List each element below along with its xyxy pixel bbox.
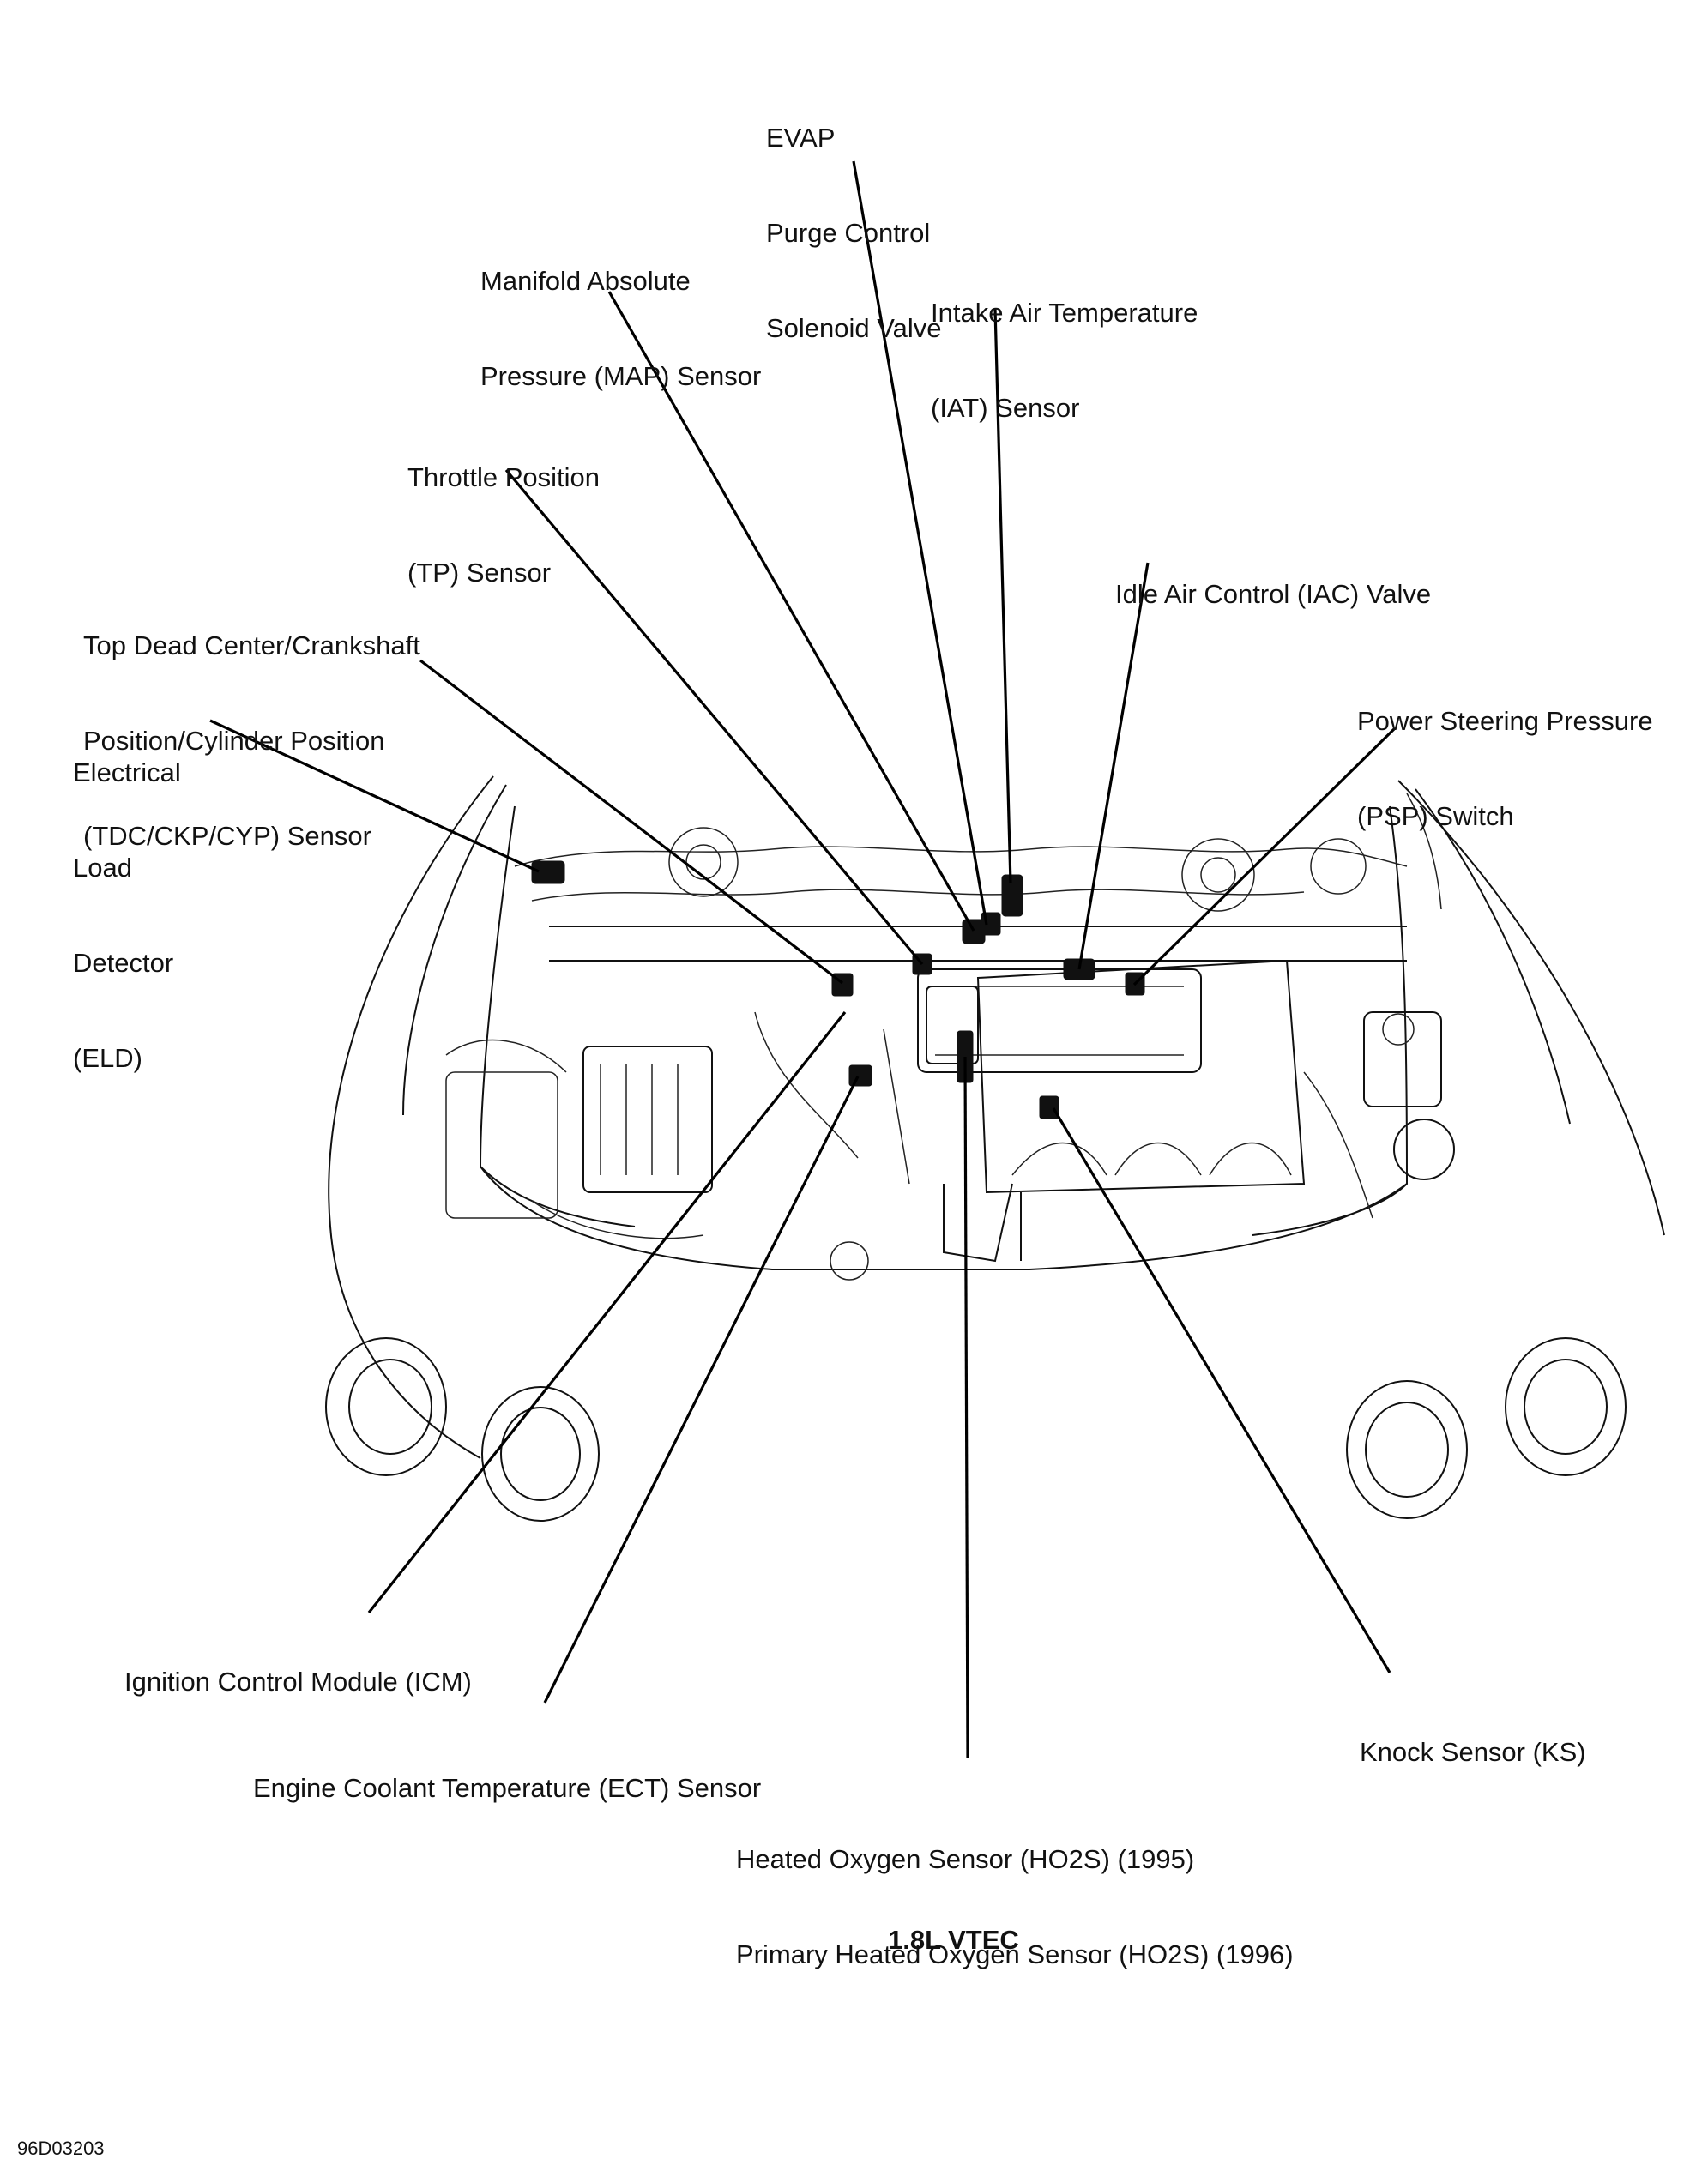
label-ect-sensor: Engine Coolant Temperature (ECT) Sensor — [253, 1709, 761, 1836]
leader-eld — [209, 719, 540, 873]
label-line: Purge Control — [766, 218, 931, 248]
label-tp-sensor: Throttle Position (TP) Sensor — [407, 398, 600, 620]
label-ho2s: Heated Oxygen Sensor (HO2S) (1995) Prima… — [736, 1780, 1294, 2002]
label-line: Heated Oxygen Sensor (HO2S) (1995) — [736, 1844, 1195, 1874]
leader-ks — [1052, 1107, 1391, 1673]
leader-ho2s — [963, 1056, 969, 1759]
leader-psp — [1132, 727, 1396, 986]
label-map-sensor: Manifold Absolute Pressure (MAP) Sensor — [480, 202, 761, 424]
label-line: Primary Heated Oxygen Sensor (HO2S) (199… — [736, 1939, 1294, 1969]
component-markers — [531, 860, 1145, 1119]
leader-iat — [993, 308, 1012, 884]
leader-map — [607, 291, 975, 932]
label-line: Solenoid Valve — [766, 313, 942, 343]
label-line: Throttle Position — [407, 462, 600, 492]
label-iat-sensor: Intake Air Temperature (IAT) Sensor — [931, 233, 1198, 455]
label-line: (ELD) — [73, 1043, 142, 1073]
engine-bay-drawing — [445, 827, 1455, 1281]
label-line: Top Dead Center/Crankshaft — [83, 630, 420, 660]
label-psp-switch: Power Steering Pressure (PSP) Switch — [1357, 642, 1653, 864]
label-knock-sensor: Knock Sensor (KS) — [1360, 1673, 1586, 1800]
leader-tp — [504, 468, 924, 966]
label-iac-valve: Idle Air Control (IAC) Valve — [1115, 515, 1431, 642]
leader-iac — [1077, 562, 1150, 970]
label-icm: Ignition Control Module (ICM) — [124, 1602, 472, 1729]
leader-icm — [367, 1011, 847, 1613]
leader-ect — [543, 1076, 860, 1704]
leader-lines — [209, 160, 1396, 1759]
figure-code: 96D03203 — [17, 2138, 105, 2159]
ect-sensor-component — [848, 1064, 872, 1087]
leader-evap — [852, 160, 988, 926]
label-line: EVAP — [766, 123, 836, 153]
label-line: (TDC/CKP/CYP) Sensor — [83, 821, 371, 851]
car-body-outline — [328, 775, 1665, 1459]
label-line: Ignition Control Module (ICM) — [124, 1667, 472, 1697]
leader-tdc — [419, 659, 843, 985]
headlamp-left — [325, 1337, 600, 1522]
label-line: Position/Cylinder Position — [83, 726, 385, 756]
label-line: (PSP) Switch — [1357, 801, 1514, 831]
iat-sensor-component — [1001, 874, 1023, 917]
label-line: Electrical — [73, 757, 181, 787]
label-line: Knock Sensor (KS) — [1360, 1737, 1586, 1767]
label-line: Detector — [73, 948, 174, 978]
label-line: Load — [73, 853, 132, 883]
label-line: Pressure (MAP) Sensor — [480, 361, 762, 391]
label-tdc-ckp-cyp-sensor: Top Dead Center/Crankshaft Position/Cyli… — [83, 566, 420, 883]
label-line: Power Steering Pressure — [1357, 706, 1653, 736]
label-line: Engine Coolant Temperature (ECT) Sensor — [253, 1773, 762, 1803]
label-evap-purge-control-solenoid-valve: EVAP Purge Control Solenoid Valve — [766, 58, 942, 376]
label-line: (TP) Sensor — [407, 558, 552, 588]
label-line: (IAT) Sensor — [931, 393, 1080, 423]
label-line: Manifold Absolute — [480, 266, 691, 296]
headlamp-right — [1346, 1337, 1627, 1519]
diagram-caption: 1.8L VTEC — [888, 1925, 1019, 1955]
label-line: Intake Air Temperature — [931, 298, 1198, 328]
knock-sensor-component — [1039, 1095, 1059, 1119]
label-eld: Electrical Load Detector (ELD) — [73, 693, 181, 1106]
eld-component — [531, 860, 565, 884]
label-line: Idle Air Control (IAC) Valve — [1115, 579, 1432, 609]
